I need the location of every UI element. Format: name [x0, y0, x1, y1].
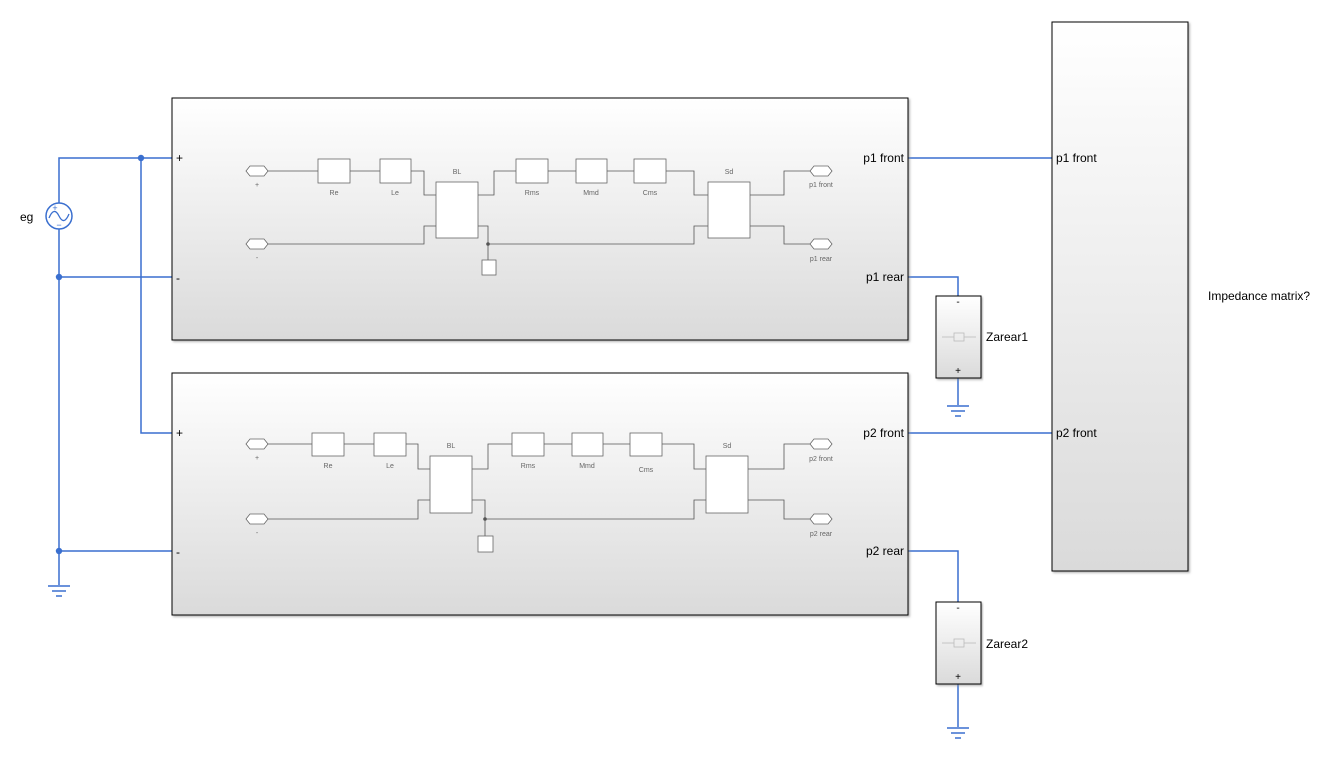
inner-label: Le	[391, 190, 399, 197]
ground-icon	[947, 727, 969, 739]
inner-port-minus	[245, 513, 269, 525]
impedance-matrix-block[interactable]: p1 front p2 front	[1051, 21, 1189, 572]
inner-label: Sd	[723, 443, 732, 450]
inner-label: Mmd	[579, 463, 595, 470]
wire-p2-rear[interactable]	[908, 550, 959, 602]
inductor-le	[379, 158, 412, 184]
port-plus: +	[176, 426, 183, 440]
port-p1-rear: p1 rear	[866, 270, 904, 284]
resistor-re	[311, 432, 345, 457]
source-minus-mark: −	[56, 220, 61, 230]
impedance-matrix-label: Impedance matrix?	[1208, 289, 1310, 303]
transducer-bl	[429, 455, 473, 514]
inner-label: +	[255, 455, 259, 462]
resistor-rms	[515, 158, 549, 184]
compliance-cms	[633, 158, 667, 184]
inner-circuit: + - p2 front p2 rear Re Le BL Rms Mmd Cm…	[245, 432, 833, 553]
inner-label: Rms	[525, 190, 540, 197]
ground-icon	[947, 405, 969, 417]
inner-label: Re	[324, 463, 333, 470]
port-minus: -	[176, 271, 180, 285]
wire-branch-plus2[interactable]	[140, 158, 172, 434]
impedance-icon	[942, 638, 976, 648]
inner-label: Le	[386, 463, 394, 470]
load-port-minus: -	[956, 603, 959, 614]
junction-dot	[137, 154, 145, 162]
resistor-re	[317, 158, 351, 184]
port-p1-front: p1 front	[1056, 151, 1097, 165]
ground-icon	[48, 585, 70, 597]
voltage-source-eg[interactable]: + −	[45, 202, 73, 230]
load-block-zarear1[interactable]: - +	[935, 295, 982, 379]
reference-block	[477, 535, 494, 553]
load-port-plus: +	[955, 366, 961, 377]
inner-port-plus	[245, 438, 269, 450]
inner-port-rear	[809, 238, 833, 250]
port-plus: +	[176, 151, 183, 165]
subsystem-block-2[interactable]: + - p2 front p2 rear + - p2 front p2 r	[171, 372, 909, 616]
wire-p1-rear[interactable]	[908, 276, 959, 296]
inner-label: -	[256, 530, 259, 537]
transducer-bl	[435, 181, 479, 239]
transformer-sd	[705, 455, 749, 514]
inner-port-minus	[245, 238, 269, 250]
inner-label: p2 front	[809, 456, 833, 463]
inner-port-front	[809, 165, 833, 177]
inner-circuit: + - p1 front p1 rear Re Le BL Rms Mmd Cm…	[245, 158, 833, 276]
inner-label: BL	[447, 443, 456, 450]
wires	[58, 157, 1052, 727]
inner-label: Mmd	[583, 190, 599, 197]
sine-wave-icon	[48, 210, 70, 222]
junction-dot	[55, 273, 63, 281]
inner-label: Rms	[521, 463, 536, 470]
load-block-zarear2[interactable]: - +	[935, 601, 982, 685]
wire-eg-plus[interactable]	[58, 157, 172, 203]
source-plus-mark: +	[52, 203, 57, 213]
junction-dot	[55, 547, 63, 555]
inner-label: Cms	[643, 190, 658, 197]
inner-port-rear	[809, 513, 833, 525]
inner-label: p2 rear	[810, 531, 833, 538]
compliance-cms	[629, 432, 663, 457]
port-p2-front: p2 front	[1056, 426, 1097, 440]
mass-mmd	[571, 432, 604, 457]
resistor-rms	[511, 432, 545, 457]
inner-label: p1 front	[809, 182, 833, 189]
reference-block	[481, 259, 497, 276]
load-port-minus: -	[956, 297, 959, 308]
load-port-plus: +	[955, 672, 961, 683]
port-p2-front: p2 front	[863, 426, 904, 440]
transformer-sd	[707, 181, 751, 239]
subsystem-block-1[interactable]: + - p1 front p1 rear + - p1 front	[171, 97, 909, 341]
port-minus: -	[176, 545, 180, 559]
inner-label: BL	[453, 169, 462, 176]
inner-label: -	[256, 255, 259, 262]
inner-label: Re	[330, 190, 339, 197]
port-p1-front: p1 front	[863, 151, 904, 165]
inner-label: +	[255, 182, 259, 189]
inner-label: Cms	[639, 467, 654, 474]
inner-label: Sd	[725, 169, 734, 176]
inner-port-plus	[245, 165, 269, 177]
inner-port-front	[809, 438, 833, 450]
load-label: Zarear2	[986, 637, 1028, 651]
port-p2-rear: p2 rear	[866, 544, 904, 558]
inductor-le	[373, 432, 407, 457]
load-label: Zarear1	[986, 330, 1028, 344]
mass-mmd	[575, 158, 608, 184]
inner-label: p1 rear	[810, 256, 833, 263]
source-label: eg	[20, 210, 33, 224]
impedance-icon	[942, 332, 976, 342]
